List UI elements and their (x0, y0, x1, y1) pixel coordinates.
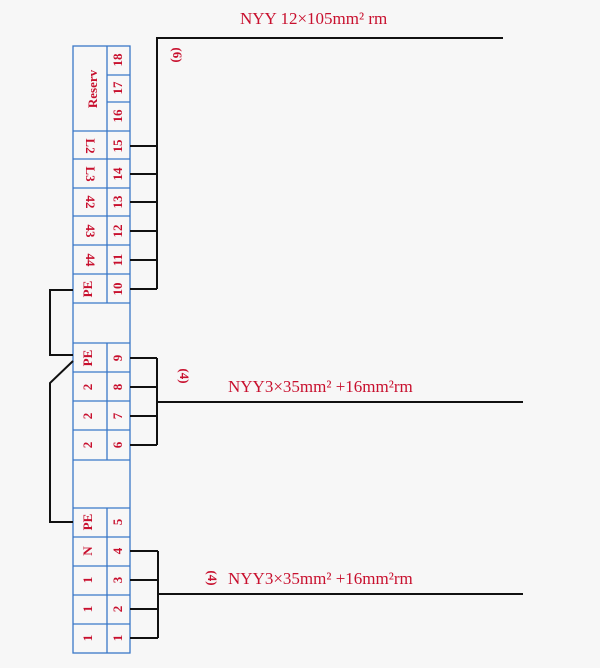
terminal-number-16: 16 (110, 109, 125, 123)
top-cable-line (156, 37, 503, 289)
bottom-group-stubs (130, 550, 158, 639)
terminal-mark-5: PE (80, 514, 95, 531)
terminal-mark-12: 43 (83, 225, 98, 239)
terminal-mark-2: 1 (80, 606, 95, 613)
middle-group-stubs (130, 357, 157, 446)
terminal-strip (72, 45, 131, 654)
pe-jumper-9-5 (49, 360, 74, 523)
middle-cable-count: (4) (177, 368, 192, 383)
terminal-number-4: 4 (110, 547, 125, 554)
terminal-number-5: 5 (110, 518, 125, 525)
terminal-number-1: 1 (110, 635, 125, 642)
terminal-number-9: 9 (110, 354, 125, 361)
terminal-number-7: 7 (110, 412, 125, 419)
middle-cable-label: NYY3×35mm² +16mm²rm (228, 377, 413, 396)
bottom-cable-count: (4) (205, 570, 220, 585)
wiring (49, 37, 523, 639)
terminal-strip-frame (72, 45, 131, 654)
terminal-mark-15: L2 (83, 138, 98, 153)
terminal-mark-1: 1 (80, 635, 95, 642)
terminal-number-15: 15 (110, 139, 125, 153)
terminal-number-11: 11 (110, 254, 125, 266)
terminal-mark-6: 2 (80, 442, 95, 449)
terminal-number-13: 13 (110, 195, 125, 209)
terminal-number-2: 2 (110, 606, 125, 613)
terminal-mark-4: N (80, 546, 95, 556)
top-group-stubs (130, 145, 157, 290)
terminal-labels: 18171615L214L313421243114410PE9PE8272625… (80, 53, 125, 641)
terminal-mark-11: 44 (83, 254, 98, 268)
bottom-cable-label: NYY3×35mm² +16mm²rm (228, 569, 413, 588)
terminal-mark-8: 2 (80, 384, 95, 391)
terminal-number-18: 18 (110, 53, 125, 67)
terminal-number-8: 8 (110, 383, 125, 390)
terminal-mark-14: L3 (83, 166, 98, 182)
terminal-mark-13: 42 (83, 196, 98, 209)
terminal-number-17: 17 (110, 81, 125, 95)
reserve-label: Reserv (85, 69, 100, 108)
terminal-number-6: 6 (110, 441, 125, 448)
terminal-number-14: 14 (110, 167, 125, 181)
terminal-mark-7: 2 (80, 413, 95, 420)
terminal-mark-3: 1 (80, 577, 95, 584)
top-cable-label: NYY 12×105mm² rm (240, 9, 387, 28)
pe-jumper-10-9 (49, 289, 73, 356)
top-cable-count: (6) (170, 47, 185, 62)
terminal-mark-9: PE (80, 350, 95, 367)
terminal-number-12: 12 (110, 225, 125, 238)
terminal-number-3: 3 (110, 576, 125, 583)
terminal-mark-10: PE (80, 281, 95, 298)
terminal-number-10: 10 (110, 283, 125, 296)
